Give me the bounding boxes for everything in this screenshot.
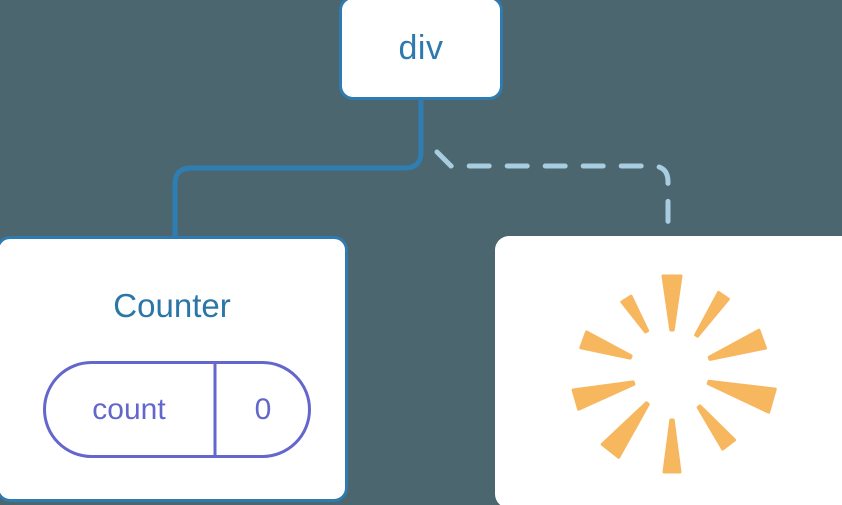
sparkle-ray-7 bbox=[571, 380, 636, 411]
sparkle-ray-3 bbox=[706, 379, 777, 414]
edge-div-to-sparkle bbox=[434, 149, 671, 241]
state-pill[interactable]: count 0 bbox=[43, 361, 311, 458]
sparkle-ray-8 bbox=[579, 330, 633, 360]
sparkle-ray-6 bbox=[600, 401, 650, 459]
node-counter[interactable]: Counter count 0 bbox=[0, 236, 348, 502]
edge-div-to-counter bbox=[172, 97, 424, 241]
state-key-label: count bbox=[92, 393, 166, 426]
sparkle-burst-icon bbox=[571, 274, 777, 474]
sparkle-ray-0 bbox=[661, 274, 683, 332]
sparkle-ray-4 bbox=[696, 404, 737, 451]
state-value-label: 0 bbox=[254, 393, 272, 426]
node-sparkle[interactable] bbox=[495, 236, 842, 505]
sparkle-ray-5 bbox=[662, 418, 682, 474]
node-div[interactable]: div bbox=[339, 0, 503, 100]
node-div-label: div bbox=[398, 29, 444, 67]
sparkle-rays bbox=[571, 274, 777, 474]
sparkle-ray-9 bbox=[620, 294, 650, 334]
node-counter-label: Counter bbox=[113, 287, 231, 324]
sparkle-ray-2 bbox=[707, 328, 767, 361]
sparkle-ray-1 bbox=[694, 290, 730, 338]
state-pill-outline bbox=[43, 361, 311, 458]
